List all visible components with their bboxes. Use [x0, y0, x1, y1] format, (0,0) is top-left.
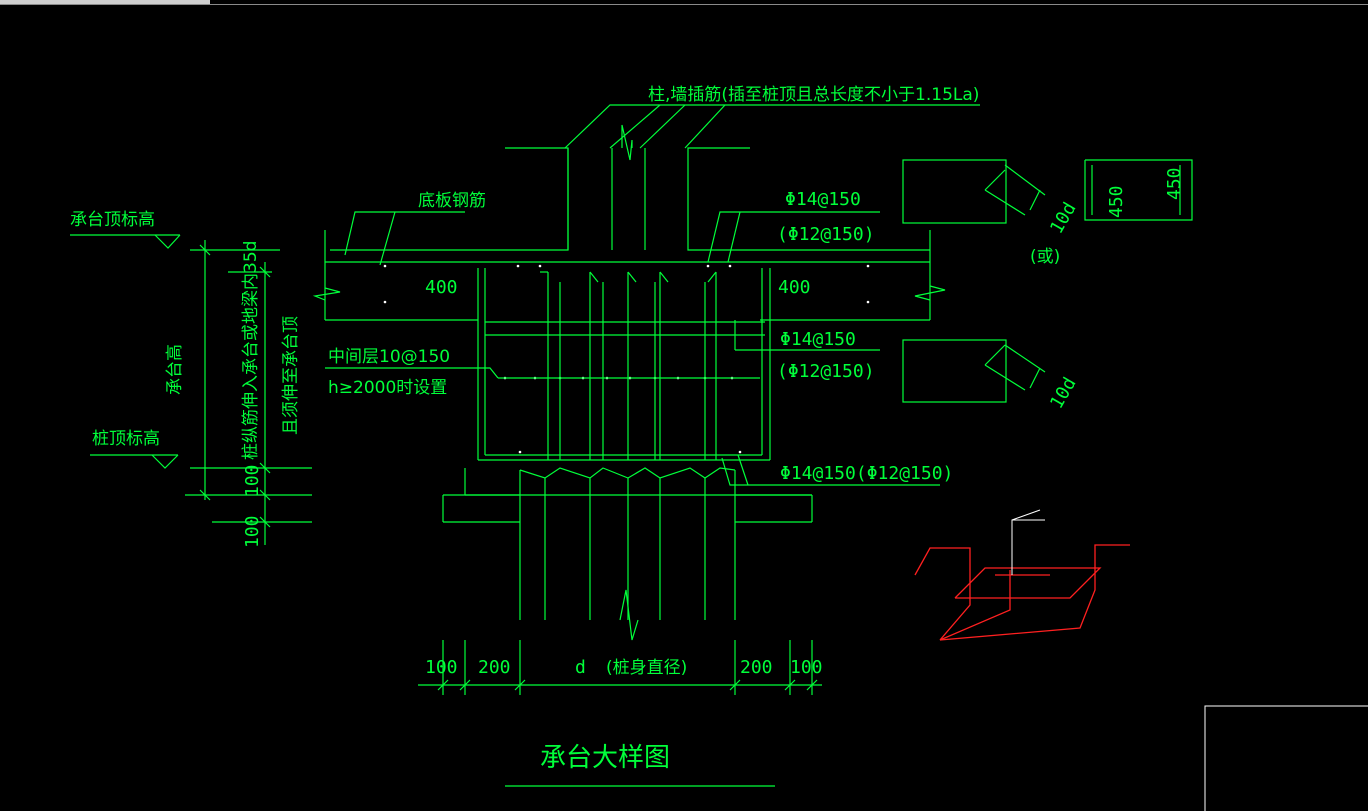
extend-to-cap-top-label: 且须伸至承台顶: [281, 316, 301, 435]
dim-d: d: [575, 657, 586, 678]
white-stirrup-sketch: [1011, 509, 1045, 575]
rebar-bottom-label: Φ14@150(Φ12@150): [780, 463, 953, 484]
hook-length-bottom: 10d: [1046, 374, 1080, 413]
left-elevations: [70, 234, 312, 545]
dim-450-b: 450: [1164, 167, 1185, 200]
dim-100-left-a: 100: [242, 464, 263, 497]
red-stirrup-sketch[interactable]: [914, 544, 1130, 641]
rebar-top-alt-label: (Φ12@150): [777, 224, 875, 245]
mid-layer-leader: [325, 367, 499, 379]
rebar-mid-label: Φ14@150: [780, 329, 856, 350]
or-label: (或): [1030, 247, 1060, 267]
hook-detail-top: [902, 159, 1046, 224]
pile: [442, 467, 813, 641]
bottom-dimensions: [418, 640, 822, 695]
rebar-top-leader: [707, 211, 880, 263]
dim-450-a: 450: [1106, 185, 1127, 218]
window-top-bar: [0, 0, 1368, 5]
dim-200-left: 200: [478, 657, 511, 678]
slab-rebar-leader: [344, 211, 465, 256]
top-border: [0, 4, 1368, 5]
dim-200-right: 200: [740, 657, 773, 678]
rebar-top-label: Φ14@150: [785, 189, 861, 210]
dim-400-left: 400: [425, 277, 458, 298]
dim-100-left-b: 100: [242, 515, 263, 548]
rebar-bottom-leader: [721, 457, 940, 486]
hook-detail-bottom: [902, 339, 1046, 403]
hook-length-top: 10d: [1046, 199, 1080, 238]
dim-100-bottom-right: 100: [790, 657, 823, 678]
pile-top-elev-label: 桩顶标高: [92, 429, 160, 449]
dim-400-right: 400: [778, 277, 811, 298]
pile-rebar-anchor-label: 桩纵筋伸入承台或地梁内35d: [241, 241, 261, 460]
dim-100-bottom-left: 100: [425, 657, 458, 678]
column-dowel-label: 柱,墙插筋(插至桩顶且总长度不小于1.15La): [648, 85, 979, 105]
column-dowel-leader: [564, 104, 980, 149]
column: [330, 124, 930, 251]
mid-layer-label: 中间层10@150: [328, 347, 450, 367]
section-450: [1084, 159, 1193, 221]
slab-rebar-label: 底板钢筋: [418, 191, 486, 211]
cap-height-label: 承台高: [165, 344, 185, 395]
window-tab[interactable]: [0, 0, 210, 4]
pile-diameter-label: (桩身直径): [606, 658, 687, 678]
cap-top-elev-label: 承台顶标高: [70, 210, 155, 230]
pile-rebars: [540, 271, 880, 460]
drawing-title: 承台大样图: [540, 743, 670, 773]
mid-layer-condition: h≥2000时设置: [328, 378, 447, 398]
rebar-mid-alt-label: (Φ12@150): [777, 361, 875, 382]
frame-corner: [1204, 705, 1368, 811]
